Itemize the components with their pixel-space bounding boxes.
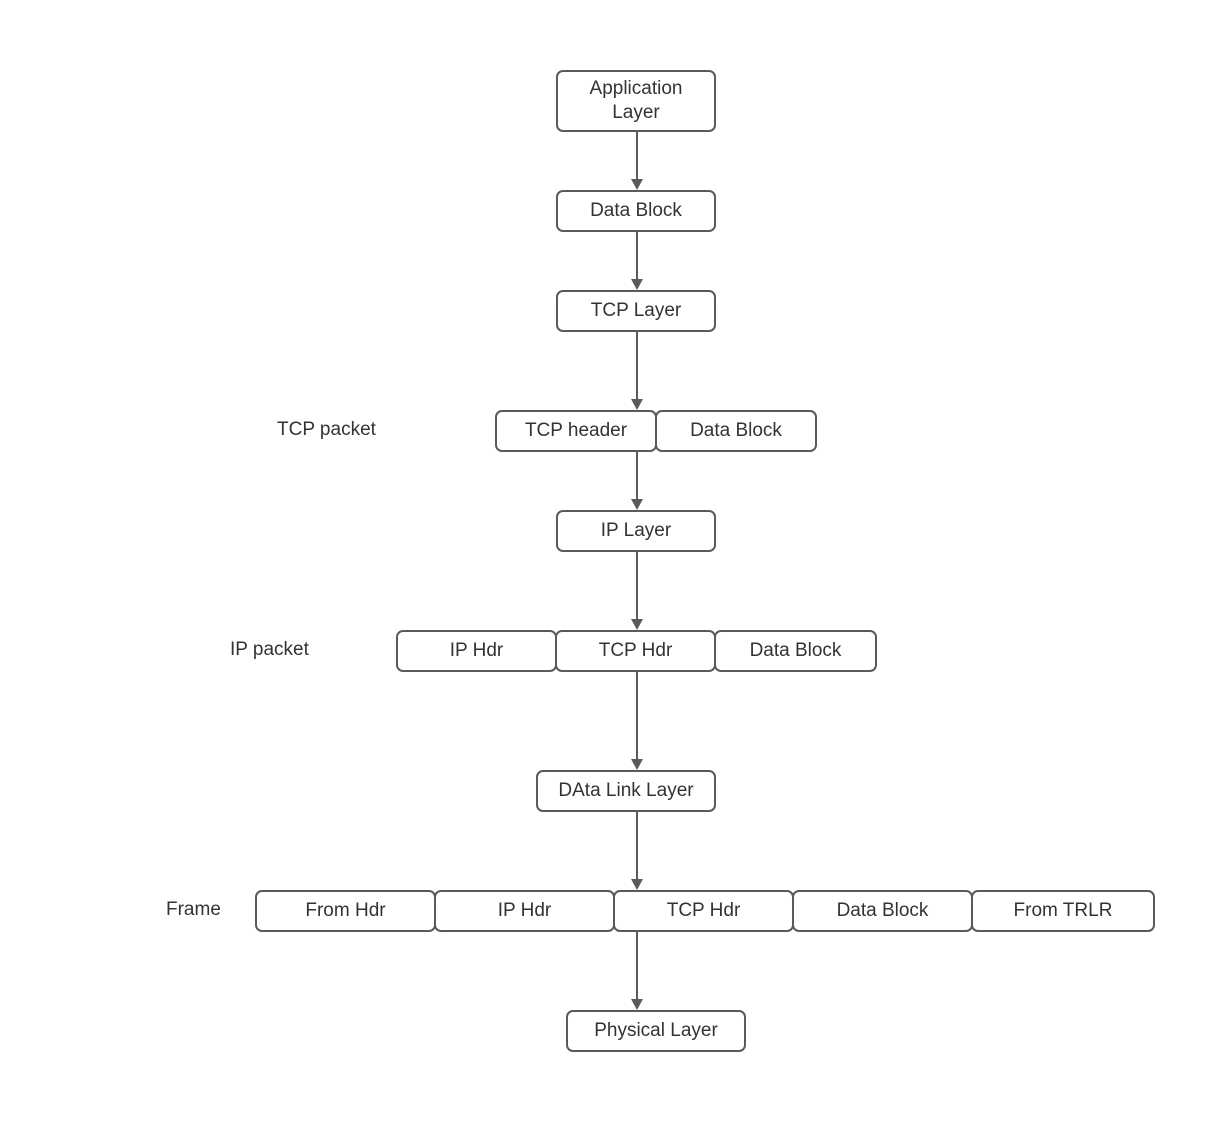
- node-application-layer: Application Layer: [556, 70, 716, 132]
- node-tcp-layer: TCP Layer: [556, 290, 716, 332]
- row-label-ip-packet: IP packet: [230, 639, 309, 660]
- segment-tcp-header: TCP header: [495, 410, 657, 452]
- segment-from-trlr: From TRLR: [971, 890, 1155, 932]
- segment-tcp-hdr: TCP Hdr: [613, 890, 794, 932]
- segment-ip-hdr: IP Hdr: [434, 890, 615, 932]
- node-physical-layer: Physical Layer: [566, 1010, 746, 1052]
- packet-row-tcp: TCP header Data Block: [495, 410, 817, 452]
- segment-from-hdr: From Hdr: [255, 890, 436, 932]
- node-data-block: Data Block: [556, 190, 716, 232]
- segment-data-block: Data Block: [655, 410, 817, 452]
- segment-data-block: Data Block: [792, 890, 973, 932]
- packet-row-ip: IP Hdr TCP Hdr Data Block: [396, 630, 877, 672]
- row-label-tcp-packet: TCP packet: [277, 419, 376, 440]
- node-ip-layer: IP Layer: [556, 510, 716, 552]
- segment-tcp-hdr: TCP Hdr: [555, 630, 716, 672]
- row-label-frame: Frame: [166, 899, 221, 920]
- segment-ip-hdr: IP Hdr: [396, 630, 557, 672]
- segment-data-block: Data Block: [714, 630, 877, 672]
- packet-row-frame: From Hdr IP Hdr TCP Hdr Data Block From …: [255, 890, 1155, 932]
- node-data-link-layer: DAta Link Layer: [536, 770, 716, 812]
